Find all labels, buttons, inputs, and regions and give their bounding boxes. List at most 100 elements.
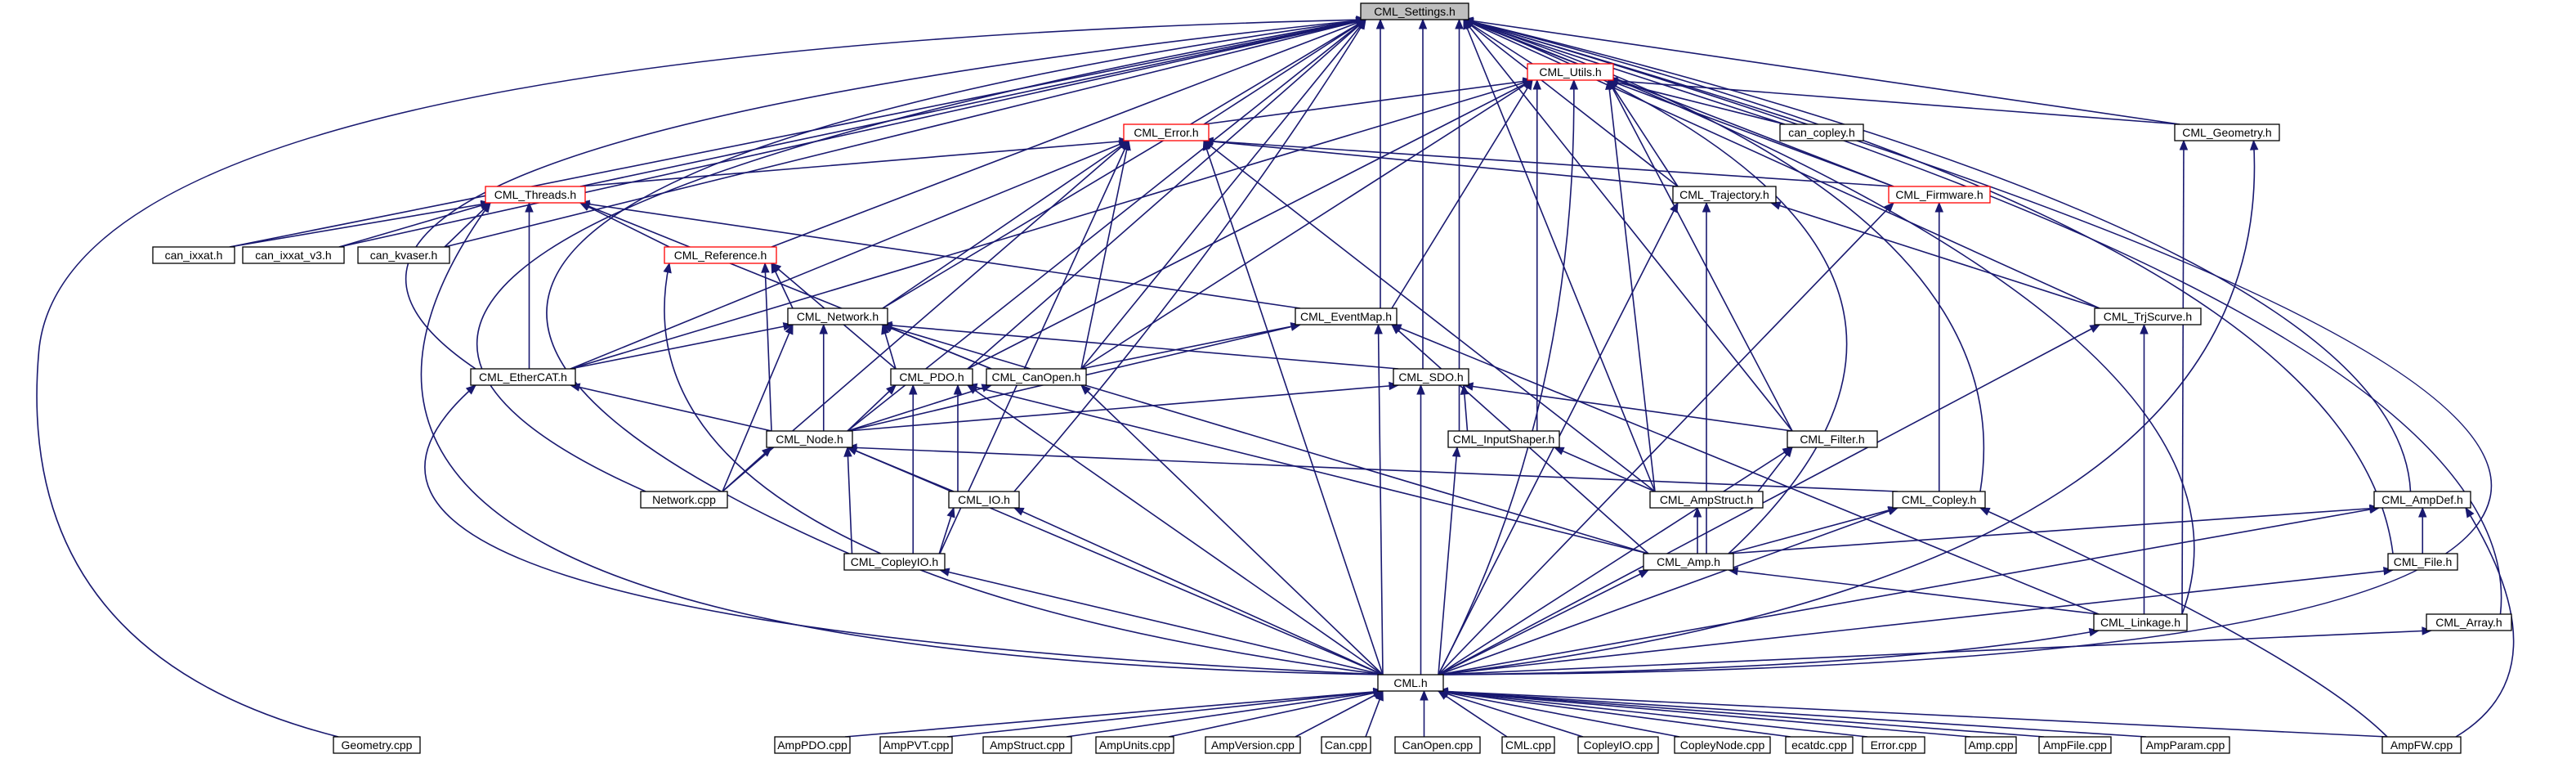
node-cml[interactable]: CML.h xyxy=(1377,674,1444,692)
node-label: CopleyNode.cpp xyxy=(1680,738,1765,752)
node-box xyxy=(664,246,777,264)
edge-cml-to-settings xyxy=(1438,19,2493,675)
node-ecatdccpp[interactable]: ecatdc.cpp xyxy=(1785,736,1854,754)
node-pdo[interactable]: CML_PDO.h xyxy=(890,368,973,386)
node-networkcpp[interactable]: Network.cpp xyxy=(640,491,728,509)
node-box xyxy=(1892,491,1986,509)
node-cankvaser[interactable]: can_kvaser.h xyxy=(357,246,450,264)
node-label: CanOpen.cpp xyxy=(1402,738,1474,752)
node-label: CML_EtherCAT.h xyxy=(479,370,567,384)
node-box xyxy=(2038,736,2112,754)
node-canopencpp[interactable]: CanOpen.cpp xyxy=(1394,736,1481,754)
node-error[interactable]: CML_Error.h xyxy=(1123,123,1210,141)
edge-geometry-to-settings xyxy=(1463,19,2180,125)
node-canopen[interactable]: CML_CanOpen.h xyxy=(986,368,1087,386)
node-ampfilecpp[interactable]: AmpFile.cpp xyxy=(2038,736,2112,754)
node-ampfwcpp[interactable]: AmpFW.cpp xyxy=(2381,736,2462,754)
node-box xyxy=(1205,736,1301,754)
node-inputshaper[interactable]: CML_InputShaper.h xyxy=(1447,430,1560,448)
edge-canopen-to-settings xyxy=(1080,19,1366,370)
arrowhead-io-to-settings xyxy=(1357,18,1366,30)
node-label: CML_IO.h xyxy=(958,493,1010,506)
node-box xyxy=(982,736,1072,754)
node-io[interactable]: CML_IO.h xyxy=(948,491,1020,509)
edge-reference-to-settings xyxy=(771,19,1366,248)
node-reference[interactable]: CML_Reference.h xyxy=(664,246,777,264)
node-label: CML_Copley.h xyxy=(1902,493,1977,506)
arrowhead-cml-to-canopen xyxy=(1080,384,1091,395)
node-file[interactable]: CML_File.h xyxy=(2387,553,2458,571)
node-ampunitscpp[interactable]: AmpUnits.cpp xyxy=(1095,736,1174,754)
node-sdo[interactable]: CML_SDO.h xyxy=(1393,368,1469,386)
node-utils[interactable]: CML_Utils.h xyxy=(1527,63,1614,81)
node-node[interactable]: CML_Node.h xyxy=(766,430,853,448)
edge-cml-to-reference xyxy=(664,263,1384,675)
node-box xyxy=(774,736,851,754)
arrowhead-cml-to-ethercat xyxy=(465,384,476,395)
edge-pdo-to-utils xyxy=(967,79,1533,370)
node-copleyiocpp[interactable]: CopleyIO.cpp xyxy=(1577,736,1659,754)
node-box xyxy=(2426,613,2512,631)
node-trjscurve[interactable]: CML_TrjScurve.h xyxy=(2094,307,2202,325)
node-copleynodecpp[interactable]: CopleyNode.cpp xyxy=(1674,736,1771,754)
edge-cml-to-eventmap xyxy=(1377,324,1384,675)
node-eventmap[interactable]: CML_EventMap.h xyxy=(1295,307,1398,325)
node-label: CML_CopleyIO.h xyxy=(851,555,938,568)
node-ampcpp[interactable]: Amp.cpp xyxy=(1965,736,2017,754)
edge-amp-to-ampdef xyxy=(1728,507,2380,554)
node-box xyxy=(1965,736,2017,754)
node-firmware[interactable]: CML_Firmware.h xyxy=(1888,186,1991,204)
node-canixxat[interactable]: can_ixxat.h xyxy=(152,246,235,264)
node-cmlcpp[interactable]: CML.cpp xyxy=(1501,736,1555,754)
node-ampstruct[interactable]: CML_AmpStruct.h xyxy=(1649,491,1764,509)
node-cancpp[interactable]: Can.cpp xyxy=(1321,736,1371,754)
edge-amp-to-copley xyxy=(1728,507,1898,554)
node-errorcpp[interactable]: Error.cpp xyxy=(1862,736,1925,754)
node-copleyio[interactable]: CML_CopleyIO.h xyxy=(843,553,946,571)
arrowhead-node-to-network xyxy=(819,323,828,334)
edge-ampstruct-to-error xyxy=(1203,140,1656,492)
arrowhead-copleyio-to-pdo xyxy=(909,384,918,395)
node-geometrycpp[interactable]: Geometry.cpp xyxy=(333,736,421,754)
node-box xyxy=(1501,736,1555,754)
node-box xyxy=(948,491,1020,509)
node-ampversioncpp[interactable]: AmpVersion.cpp xyxy=(1205,736,1301,754)
arrowhead-node-to-pdo xyxy=(886,384,897,395)
node-array[interactable]: CML_Array.h xyxy=(2426,613,2512,631)
node-settings[interactable]: CML_Settings.h xyxy=(1360,2,1469,20)
edge-node-to-settings xyxy=(847,19,1366,432)
node-cancopley[interactable]: can_copley.h xyxy=(1779,123,1864,141)
edge-ampstruct-to-utils xyxy=(1608,79,1656,492)
node-label: CML_Trajectory.h xyxy=(1679,188,1769,201)
node-linkage[interactable]: CML_Linkage.h xyxy=(2093,613,2188,631)
node-filter[interactable]: CML_Filter.h xyxy=(1787,430,1878,448)
node-ampdef[interactable]: CML_AmpDef.h xyxy=(2373,491,2471,509)
edge-copley-to-settings xyxy=(1463,19,1985,492)
node-box xyxy=(1360,2,1469,20)
node-box xyxy=(1779,123,1864,141)
edge-ampstructcpp-to-cml xyxy=(1066,690,1384,738)
node-amppvtcpp[interactable]: AmpPVT.cpp xyxy=(879,736,953,754)
node-canixxatv3[interactable]: can_ixxat_v3.h xyxy=(242,246,345,264)
node-network[interactable]: CML_Network.h xyxy=(787,307,888,325)
edge-copleynodecpp-to-cml xyxy=(1438,690,1680,738)
arrowhead-pdo-to-network xyxy=(881,323,890,335)
node-copley[interactable]: CML_Copley.h xyxy=(1892,491,1986,509)
arrowhead-pdo-to-reference xyxy=(770,263,782,273)
edge-cml-to-file xyxy=(1438,569,2394,675)
node-label: CML_Firmware.h xyxy=(1895,188,1983,201)
edge-amppvtcpp-to-cml xyxy=(946,690,1384,738)
node-ampparamcpp[interactable]: AmpParam.cpp xyxy=(2140,736,2230,754)
node-ethercat[interactable]: CML_EtherCAT.h xyxy=(470,368,576,386)
edge-cml-to-array xyxy=(1438,630,2432,675)
node-threads[interactable]: CML_Threads.h xyxy=(485,186,586,204)
node-amp[interactable]: CML_Amp.h xyxy=(1643,553,1734,571)
edge-linkage-to-geometry xyxy=(2181,140,2185,615)
node-amppdocpp[interactable]: AmpPDO.cpp xyxy=(774,736,851,754)
node-geometry[interactable]: CML_Geometry.h xyxy=(2174,123,2280,141)
node-box xyxy=(1577,736,1659,754)
node-ampstructcpp[interactable]: AmpStruct.cpp xyxy=(982,736,1072,754)
edge-cml-to-canopen xyxy=(1080,384,1384,675)
node-trajectory[interactable]: CML_Trajectory.h xyxy=(1672,186,1777,204)
node-label: can_copley.h xyxy=(1788,126,1854,139)
